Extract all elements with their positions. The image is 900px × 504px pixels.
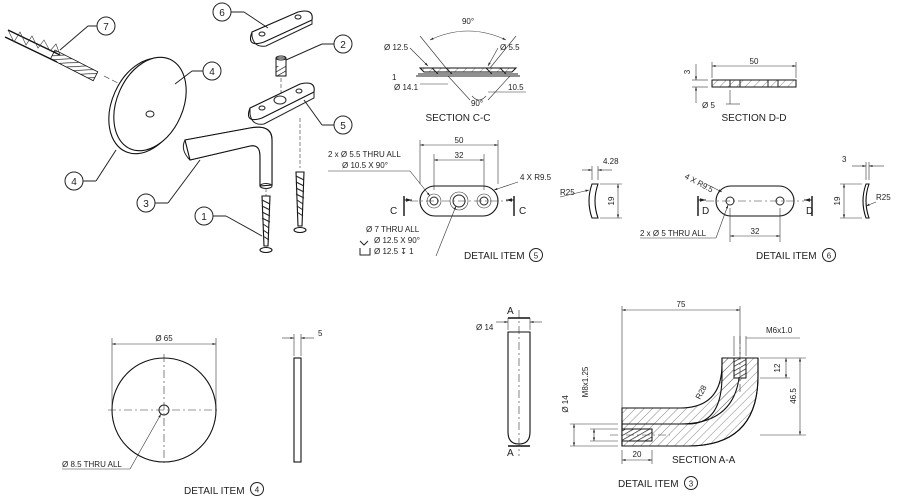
d3-item-number: 3 xyxy=(689,480,694,489)
cc-title: SECTION C-C xyxy=(426,113,491,124)
d5-side-height: 19 xyxy=(607,196,616,205)
cc-dia-bottom: Ø 14.1 xyxy=(394,83,419,92)
d3-section-title: SECTION A-A xyxy=(672,455,736,466)
d6-side-height: 19 xyxy=(833,196,842,205)
balloon-5: 5 xyxy=(303,99,353,135)
d5-section-mark-right: C xyxy=(519,206,526,217)
balloon-6-label: 6 xyxy=(219,8,225,19)
balloon-7: 7 xyxy=(59,16,116,51)
bracket-arm-part xyxy=(182,126,273,189)
assembly-view: 7 6 2 4 5 4 xyxy=(4,2,353,254)
d6-item-number: 6 xyxy=(827,252,832,261)
balloon-2: 2 xyxy=(285,34,353,61)
d6-section-mark-left: D xyxy=(702,206,709,217)
d3-length: 75 xyxy=(677,300,686,309)
d6-side-thickness: 3 xyxy=(842,155,847,164)
d5-item-number: 5 xyxy=(534,252,539,261)
d5-title: DETAIL ITEM xyxy=(464,251,525,262)
balloon-7-label: 7 xyxy=(103,22,109,33)
d5-section-mark-left: C xyxy=(390,206,397,217)
d4-title: DETAIL ITEM xyxy=(184,486,245,497)
balloon-1: 1 xyxy=(194,206,263,237)
d3-side-dia: Ø 14 xyxy=(561,395,570,413)
balloon-1-label: 1 xyxy=(201,212,207,223)
d5-length: 50 xyxy=(455,136,464,145)
balloon-5-label: 5 xyxy=(340,121,346,132)
d4-item-number: 4 xyxy=(255,486,260,495)
d3-height: 46.5 xyxy=(789,388,798,404)
balloon-4-top: 4 xyxy=(174,61,222,85)
d6-section-mark-right: D xyxy=(806,206,813,217)
balloon-3-label: 3 xyxy=(143,199,149,210)
d6-hole-note: 2 x Ø 5 THRU ALL xyxy=(640,229,707,238)
d3-thread-top: M6x1.0 xyxy=(766,326,793,335)
dd-title: SECTION D-D xyxy=(722,113,787,124)
section-d-d: 50 3 Ø 5 SECTION D-D xyxy=(683,57,797,124)
d5-radius-note: 4 X R9.5 xyxy=(520,173,552,182)
cc-dim-right: 10.5 xyxy=(508,83,524,92)
d4-thickness: 5 xyxy=(318,329,323,338)
cc-angle-top: 90° xyxy=(462,17,474,26)
balloon-4-top-label: 4 xyxy=(209,67,215,78)
detail-item-5: 50 32 2 x Ø 5.5 THRU ALL Ø 10.5 X 90° 4 … xyxy=(328,136,622,262)
wood-screws-part xyxy=(259,118,307,254)
d6-side-radius: R25 xyxy=(876,193,891,202)
d5-spacing: 32 xyxy=(455,151,464,160)
d3-thread-left: M8x1.25 xyxy=(581,366,590,397)
balloon-4-left-label: 4 xyxy=(71,177,77,188)
detail-item-6: 4 X R9.5 2 x Ø 5 THRU ALL 32 D D DETAIL … xyxy=(640,155,891,262)
cc-dim-left: 1 xyxy=(392,73,397,82)
detail-item-3: Ø 14 A A 75 M6x1.0 12 46.5 R28 Ø 14 xyxy=(476,300,806,490)
d3-stub-len: 20 xyxy=(633,450,642,459)
detail-item-4: Ø 65 Ø 8.5 THRU ALL DETAIL ITEM 4 5 xyxy=(62,329,323,497)
dd-length: 50 xyxy=(750,57,759,66)
d6-title: DETAIL ITEM xyxy=(756,251,817,262)
cc-angle-bottom: 90° xyxy=(471,99,483,108)
d4-hole-note: Ø 8.5 THRU ALL xyxy=(62,460,122,469)
dd-thickness: 3 xyxy=(683,69,692,74)
cc-dia-right: Ø 5.5 xyxy=(500,43,520,52)
d4-dia: Ø 65 xyxy=(155,334,173,343)
d3-dim-12: 12 xyxy=(773,363,782,372)
set-screw-part xyxy=(275,55,287,96)
d3-title: DETAIL ITEM xyxy=(618,479,679,490)
d5-side-width: 4.28 xyxy=(603,157,619,166)
dd-dia: Ø 5 xyxy=(702,101,715,110)
d3-section-mark-bottom: A xyxy=(507,448,514,459)
cc-dia-left: Ø 12.5 xyxy=(384,43,409,52)
d3-section-mark-top: A xyxy=(507,306,514,317)
balloon-3: 3 xyxy=(136,159,201,213)
d5-side-radius: R25 xyxy=(560,188,575,197)
top-plate-part xyxy=(249,10,313,47)
saddle-plate-part xyxy=(247,82,315,125)
d5-center-note-3: Ø 12.5 ↧ 1 xyxy=(374,247,414,256)
balloon-6: 6 xyxy=(212,2,269,29)
d6-radius-note: 4 X R9.5 xyxy=(683,172,715,195)
d5-center-note-2: Ø 12.5 X 90° xyxy=(374,236,420,245)
d5-hole-note-2: Ø 10.5 X 90° xyxy=(342,161,388,170)
balloon-2-label: 2 xyxy=(340,40,346,51)
d3-dia: Ø 14 xyxy=(476,323,494,332)
rosette-disc-part xyxy=(108,56,187,155)
d5-hole-note-1: 2 x Ø 5.5 THRU ALL xyxy=(328,150,401,159)
section-c-c: 90° Ø 12.5 Ø 5.5 Ø 14.1 90° 10.5 1 SECTI… xyxy=(384,17,526,124)
d5-center-note-1: Ø 7 THRU ALL xyxy=(366,225,420,234)
d6-spacing: 32 xyxy=(751,227,760,236)
d3-bend-radius: R28 xyxy=(694,383,709,401)
balloon-4-left: 4 xyxy=(64,149,117,191)
